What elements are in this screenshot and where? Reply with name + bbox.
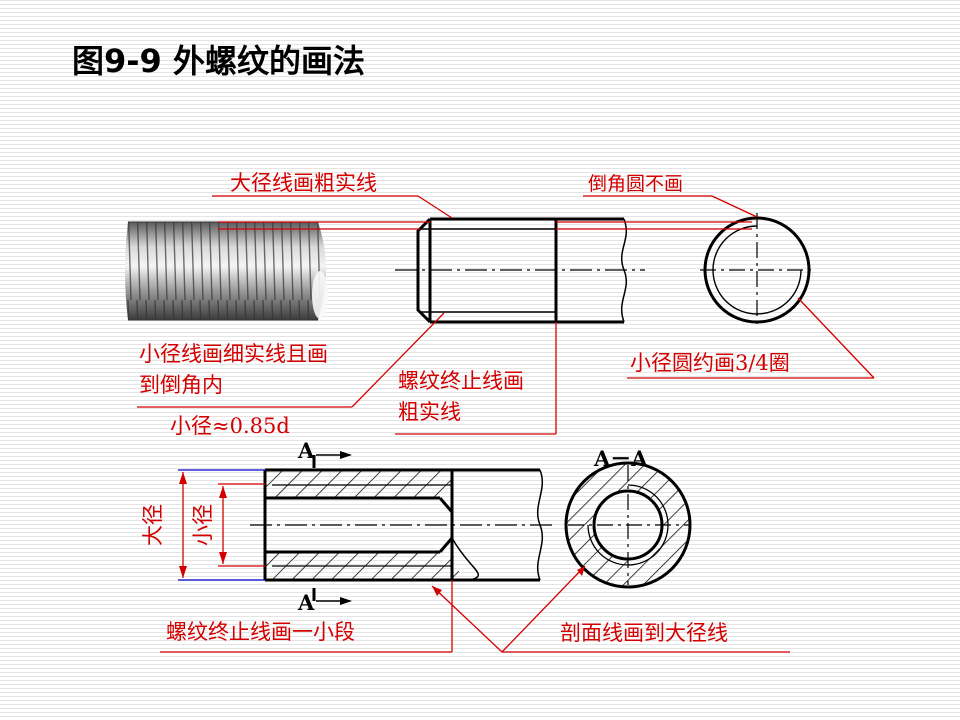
label-chamfer-circle: 倒角圆不画	[588, 173, 683, 195]
label-major-thick: 大径线画粗实线	[230, 171, 377, 195]
bottom-leader-lines	[160, 565, 790, 653]
section-mark-a-top: A	[297, 438, 315, 463]
label-major-dim: 大径	[141, 504, 165, 546]
bolt-3d-illustration	[125, 221, 328, 321]
thread-section-view	[250, 451, 555, 605]
leader-arrow-hatch-left	[432, 586, 442, 596]
label-hatch-to-major: 剖面线画到大径线	[560, 621, 728, 645]
label-minor-formula: 小径≈0.85d	[170, 414, 290, 438]
label-minor-dim: 小径	[191, 504, 215, 546]
label-minor-circle: 小径圆约画3/4圈	[630, 351, 790, 375]
label-thread-end-short: 螺纹终止线画一小段	[166, 620, 355, 644]
leader-arrow-hatch-right	[577, 566, 585, 576]
section-aa-title: A－A	[593, 446, 648, 471]
dimension-arrows	[179, 472, 227, 578]
label-minor-line-2: 到倒角内	[139, 373, 223, 397]
section-mark-a-bottom: A	[297, 590, 315, 615]
thread-end-view	[700, 213, 815, 327]
section-aa-view	[564, 461, 692, 589]
page-title: 图9-9 外螺纹的画法	[72, 42, 365, 80]
label-thread-end-1: 螺纹终止线画	[398, 369, 524, 393]
dimension-lines	[178, 469, 265, 581]
label-minor-line-1: 小径线画细实线且画	[139, 342, 328, 366]
top-leader-lines	[137, 195, 875, 435]
label-thread-end-2: 粗实线	[398, 400, 461, 424]
thread-side-view	[395, 217, 645, 324]
